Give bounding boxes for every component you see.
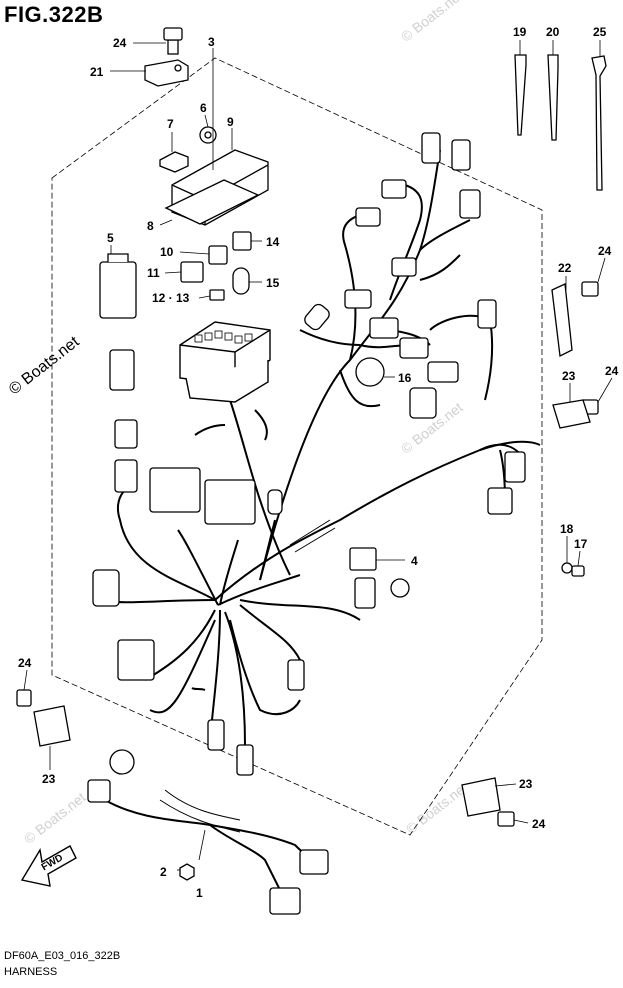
connectors-left [87, 349, 410, 915]
callout-23-left: 23 [42, 772, 56, 786]
callout-22: 22 [558, 261, 572, 275]
callout-14: 14 [266, 235, 280, 249]
callout-2: 2 [160, 865, 167, 879]
callout-23-bottom: 23 [519, 777, 533, 791]
relay-group [99, 231, 252, 319]
harness-wires [104, 149, 541, 891]
callout-24-bottom: 24 [532, 817, 546, 831]
figure-code: DF60A_E03_016_322B [4, 950, 121, 962]
callout-7: 7 [167, 117, 174, 131]
callout-3: 3 [208, 35, 215, 49]
callout-17: 17 [574, 537, 588, 551]
hardware [16, 27, 607, 881]
figure-title: FIG.322B [4, 2, 104, 27]
callout-18: 18 [560, 522, 574, 536]
callout-16: 16 [398, 371, 412, 385]
callout-4: 4 [411, 554, 418, 568]
fwd-arrow: FWD [20, 845, 77, 887]
callout-24-right-upper: 24 [598, 244, 612, 258]
junction-box [179, 321, 271, 403]
callout-24-left: 24 [18, 656, 32, 670]
leader-lines [23, 40, 613, 871]
callout-6: 6 [200, 101, 207, 115]
callout-12-13: 12 · 13 [152, 291, 190, 305]
callout-21-label-25: 25 [593, 25, 607, 39]
callout-9: 9 [227, 115, 234, 129]
callout-24-right-lower: 24 [605, 364, 619, 378]
assembly-boundary [51, 57, 543, 836]
callout-1: 1 [196, 886, 203, 900]
figure-name: HARNESS [4, 966, 58, 978]
callout-21: 21 [90, 65, 104, 79]
harness-sleeve [159, 519, 336, 833]
callout-11: 11 [147, 266, 160, 280]
callout-5: 5 [107, 231, 114, 245]
callout-numbers: 1 2 3 4 5 6 7 8 9 10 11 12 · 13 14 15 16… [18, 25, 619, 900]
callout-20: 20 [546, 25, 560, 39]
callout-10: 10 [160, 245, 174, 259]
connectors-upper-right [304, 132, 526, 515]
callout-23-right: 23 [562, 369, 576, 383]
callout-19: 19 [513, 25, 527, 39]
callout-8: 8 [147, 219, 154, 233]
callout-24-top: 24 [113, 36, 127, 50]
callout-15: 15 [266, 276, 280, 290]
fuse-box-assembly [159, 126, 269, 226]
